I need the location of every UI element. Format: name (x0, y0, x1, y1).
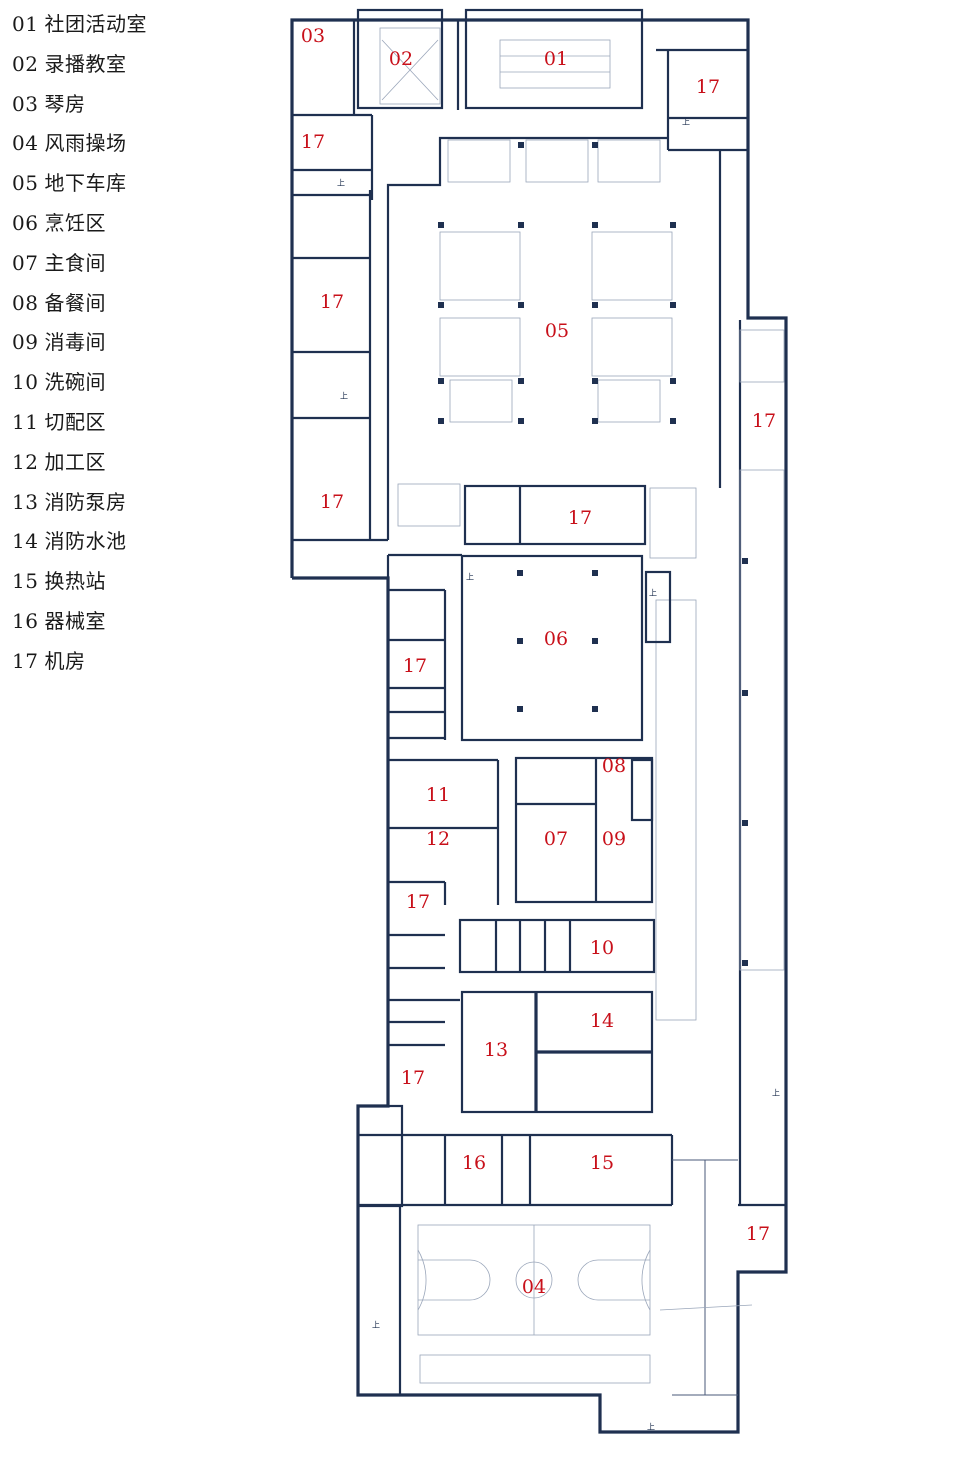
legend-name: 洗碗间 (44, 370, 106, 395)
stair-label: 上 (337, 179, 345, 188)
legend-name: 消防泵房 (44, 489, 127, 514)
label-17: 17 (696, 76, 720, 98)
label-17: 17 (406, 891, 430, 913)
legend-name: 烹饪区 (44, 211, 106, 235)
label-03: 03 (301, 25, 325, 47)
label-13: 13 (484, 1039, 508, 1061)
label-04: 04 (522, 1276, 546, 1298)
legend-code: 06 (12, 211, 39, 235)
legend-name: 消防水池 (44, 529, 127, 554)
legend-code: 07 (12, 250, 39, 275)
legend-name: 琴房 (44, 91, 86, 116)
legend-code: 03 (12, 91, 39, 116)
label-02: 02 (389, 48, 413, 70)
legend-code: 13 (12, 489, 39, 514)
label-17: 17 (320, 291, 344, 313)
legend-name: 加工区 (44, 449, 106, 474)
top-rooms (292, 8, 748, 542)
legend-name: 备餐间 (44, 290, 106, 315)
label-10: 10 (590, 937, 614, 959)
legend-code: 10 (12, 370, 39, 395)
legend-code: 16 (12, 609, 39, 633)
stair-label: 上 (466, 573, 474, 582)
legend-name: 消毒间 (44, 330, 106, 355)
legend-name: 地下车库 (44, 171, 127, 196)
label-15: 15 (590, 1152, 614, 1174)
label-12: 12 (426, 828, 450, 850)
room-labels: 01 02 03 04 05 06 07 08 09 10 11 12 13 1… (301, 25, 776, 1298)
outer-walls (290, 18, 788, 1434)
service-rooms (356, 990, 674, 1395)
stair-label: 上 (647, 1423, 655, 1432)
label-17: 17 (746, 1223, 770, 1245)
legend-code: 12 (12, 449, 39, 474)
garage (386, 136, 785, 1205)
legend-code: 11 (12, 410, 39, 434)
label-17: 17 (568, 507, 592, 529)
stair-label: 上 (649, 589, 657, 598)
stair-label: 上 (372, 1321, 380, 1330)
stair-label: 上 (772, 1089, 780, 1098)
ramp (659, 1159, 753, 1396)
legend-name: 机房 (44, 648, 86, 673)
legend-code: 08 (12, 290, 39, 315)
legend-name: 社团活动室 (44, 12, 147, 36)
label-07: 07 (544, 828, 568, 850)
label-09: 09 (602, 828, 626, 850)
legend-code: 02 (12, 51, 39, 76)
legend-name: 主食间 (44, 250, 106, 275)
label-17: 17 (403, 655, 427, 677)
label-06: 06 (544, 628, 568, 650)
legend-code: 05 (12, 171, 39, 196)
kitchen-zone (386, 484, 672, 1106)
stair-label: 上 (340, 392, 348, 401)
stair-label: 上 (682, 118, 690, 127)
sports-court (417, 1224, 651, 1384)
label-14: 14 (590, 1010, 614, 1032)
legend-name: 切配区 (44, 410, 106, 434)
label-05: 05 (545, 320, 569, 342)
legend-code: 14 (12, 529, 39, 554)
legend-name: 换热站 (44, 569, 106, 594)
legend-code: 17 (12, 648, 39, 673)
legend-code: 04 (12, 131, 39, 156)
label-01: 01 (544, 48, 568, 70)
legend-name: 风雨操场 (44, 131, 127, 156)
legend-code: 09 (12, 330, 39, 355)
label-17: 17 (301, 131, 325, 153)
stair-markers: 上 上 上 上 上 上 上 上 (337, 118, 780, 1432)
legend-name: 器械室 (44, 609, 106, 633)
label-17: 17 (752, 410, 776, 432)
legend-code: 15 (12, 569, 39, 594)
label-16: 16 (462, 1152, 486, 1174)
label-17: 17 (401, 1067, 425, 1089)
label-11: 11 (426, 784, 450, 806)
legend-code: 01 (12, 12, 39, 36)
label-08: 08 (602, 755, 626, 777)
legend-name: 录播教室 (44, 51, 127, 76)
label-17: 17 (320, 491, 344, 513)
